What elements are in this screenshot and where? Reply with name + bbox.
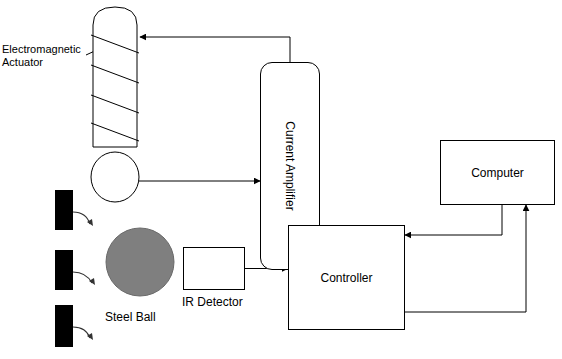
- process-box: Controller: [288, 225, 405, 330]
- ball-shape: [105, 227, 175, 297]
- box-label: Computer: [471, 166, 524, 180]
- box-label: Current Amplifier: [283, 121, 297, 210]
- process-box: Computer: [440, 140, 555, 205]
- signal-arrow: [140, 37, 290, 62]
- coil-drawing: [88, 5, 142, 203]
- signal-arrow: [405, 205, 502, 235]
- signal-arrow: [405, 205, 526, 312]
- light-source: [55, 305, 73, 347]
- light-source: [55, 250, 73, 290]
- ball-label: Steel Ball: [105, 310, 156, 324]
- actuator-label: Electromagnetic Actuator: [2, 43, 86, 69]
- steel-ball: Steel Ball: [105, 227, 175, 297]
- sensor-label: IR Detector: [182, 295, 243, 309]
- sensor-box: IR Detector: [183, 247, 245, 290]
- box-label: Controller: [320, 271, 372, 285]
- light-ray: [73, 212, 92, 338]
- light-source: [55, 190, 73, 230]
- electromagnet: Electromagnetic Actuator: [88, 5, 142, 203]
